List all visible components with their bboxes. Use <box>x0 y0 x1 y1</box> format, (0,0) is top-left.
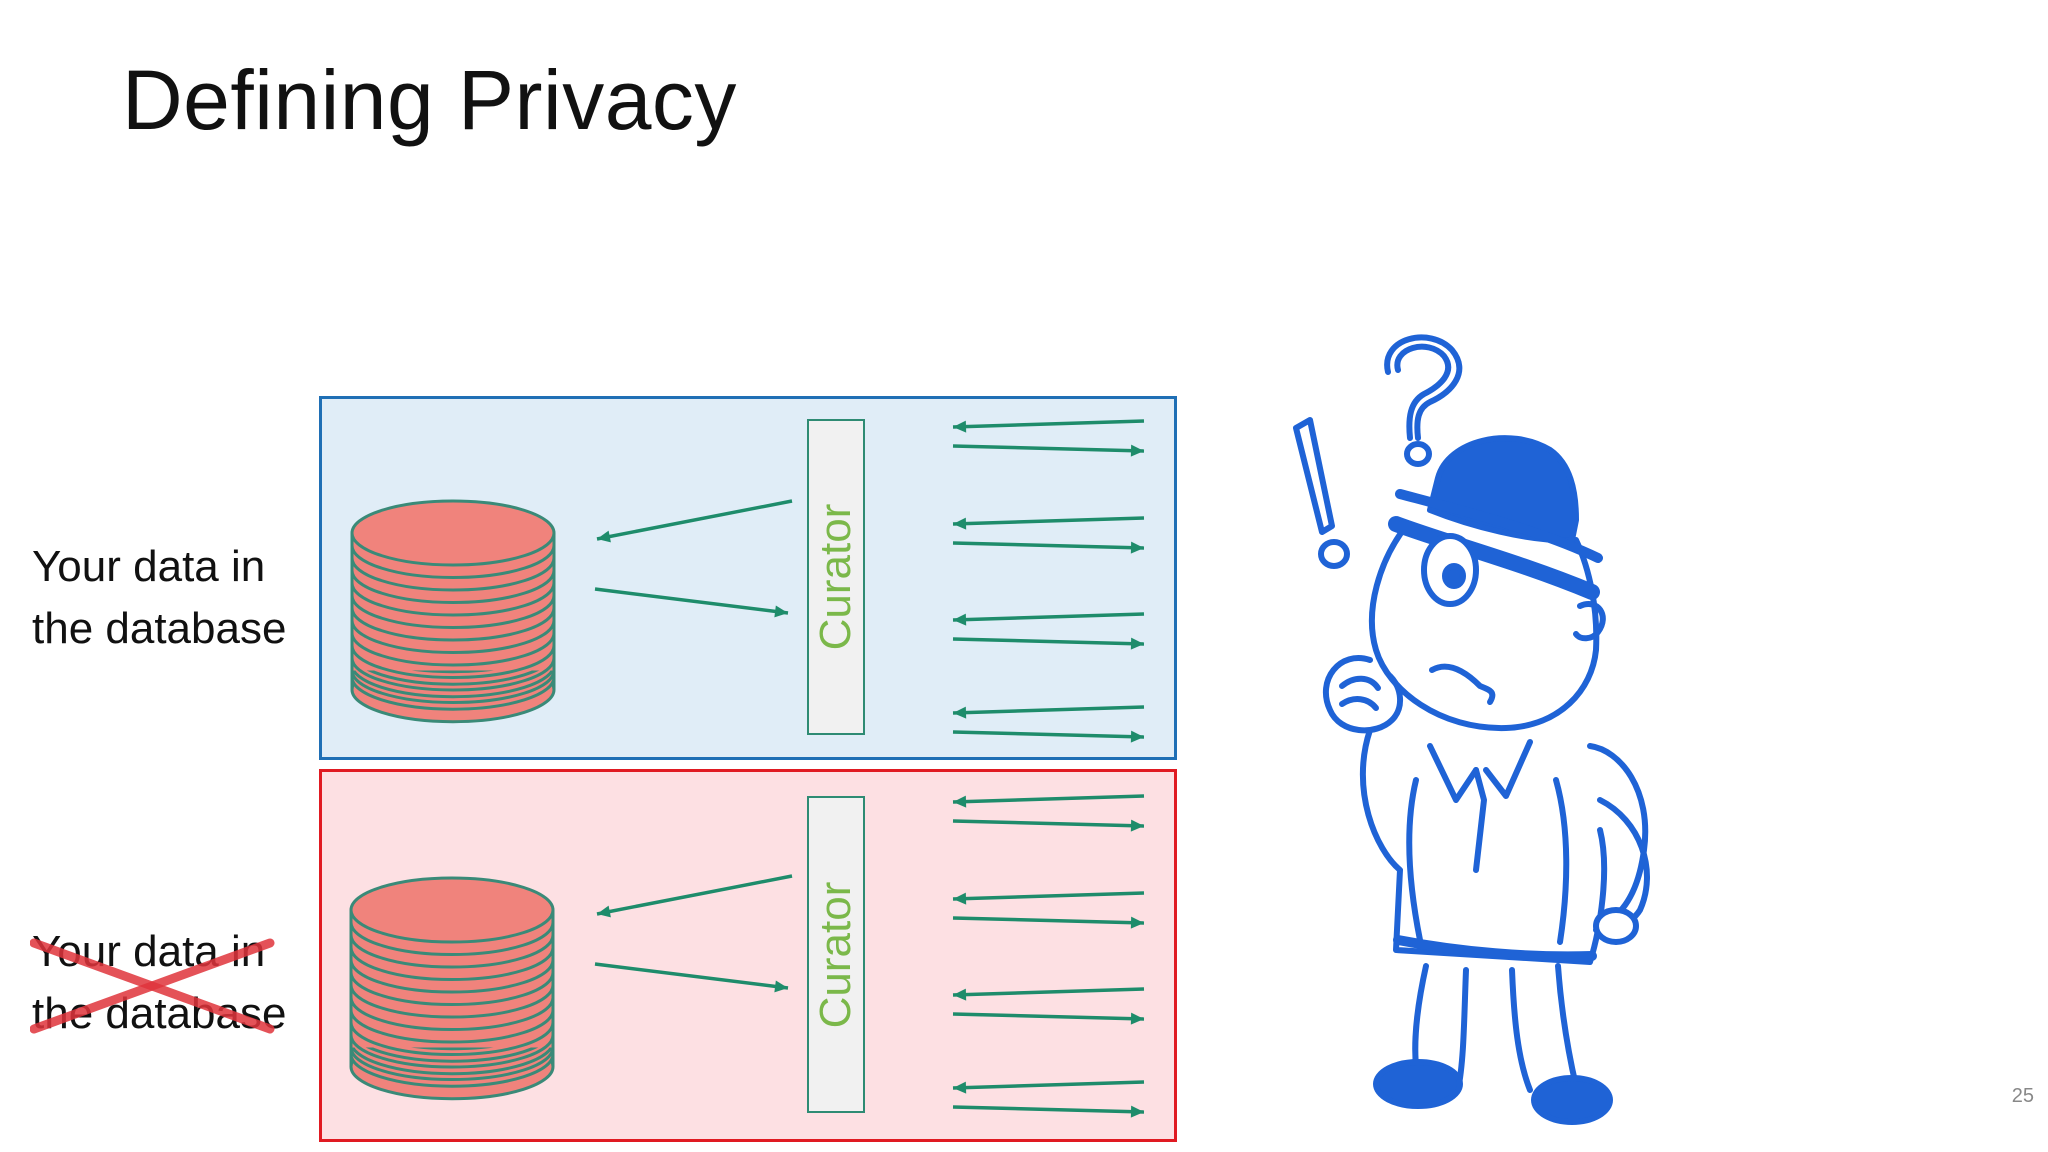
database-icon <box>350 499 556 724</box>
panel-without-your-data <box>319 769 1177 1142</box>
query-arrows <box>594 419 1145 743</box>
cross-out-icon <box>30 938 275 1034</box>
panel-with-your-data <box>319 396 1177 760</box>
curator-label: Curator <box>811 503 860 651</box>
panel-diagram <box>350 419 1145 743</box>
side-label-line-2: the database <box>32 604 287 653</box>
side-label-with-data: Your data in the database <box>32 536 332 660</box>
database-icon <box>349 876 555 1101</box>
panel-diagram <box>349 794 1145 1118</box>
side-label-line-1: Your data in <box>32 927 266 976</box>
curator-box: Curator <box>807 796 865 1113</box>
query-arrows <box>594 794 1145 1118</box>
slide-title: Defining Privacy <box>122 53 737 147</box>
curator-box: Curator <box>807 419 865 735</box>
curator-label: Curator <box>811 881 860 1028</box>
page-number: 25 <box>2011 1085 2034 1107</box>
side-label-line-1: Your data in <box>32 542 266 591</box>
detective-icon <box>1293 334 1650 1125</box>
side-label-without-data: Your data in the database <box>32 921 332 1045</box>
